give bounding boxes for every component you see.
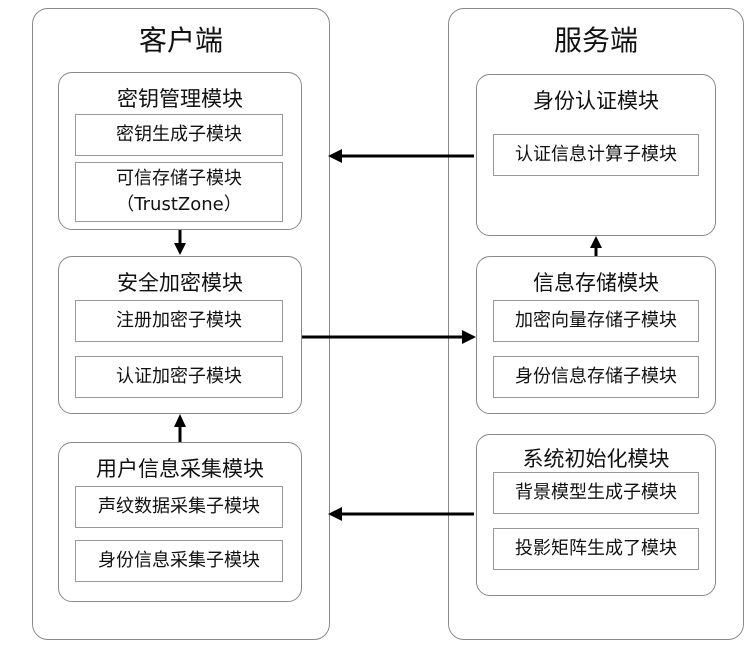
trustzone-label: （TrustZone） [116, 194, 242, 215]
user-info-collection-title: 用户信息采集模块 [96, 457, 264, 481]
key-generation-submodule: 密钥生成子模块 [75, 114, 283, 156]
authentication-encryption-label: 认证加密子模块 [116, 366, 242, 387]
server-panel: 服务端 [448, 8, 744, 640]
system-init-module: 系统初始化模块 [476, 434, 716, 596]
trusted-storage-label: 可信存储子模块 [116, 168, 242, 189]
auth-info-compute-label: 认证信息计算子模块 [515, 144, 677, 165]
arrow-auth-to-key-head [328, 149, 342, 163]
key-generation-label: 密钥生成子模块 [116, 124, 242, 145]
identity-auth-title: 身份认证模块 [533, 89, 659, 113]
user-info-collection-module: 用户信息采集模块 [58, 442, 302, 602]
secure-encryption-module: 安全加密模块 [58, 256, 302, 414]
registration-encryption-label: 注册加密子模块 [116, 310, 242, 331]
key-management-module: 密钥管理模块 [58, 72, 302, 230]
voiceprint-collection-label: 声纹数据采集子模块 [98, 496, 260, 517]
arrow-collection-to-encryption-head [174, 414, 186, 427]
encrypted-vector-storage-label: 加密向量存储子模块 [515, 310, 677, 331]
auth-info-compute-submodule: 认证信息计算子模块 [493, 134, 699, 176]
trusted-storage-submodule: 可信存储子模块 （TrustZone） [75, 162, 283, 222]
info-storage-title: 信息存储模块 [533, 271, 659, 295]
voiceprint-collection-submodule: 声纹数据采集子模块 [75, 486, 283, 528]
identity-info-collection-label: 身份信息采集子模块 [98, 550, 260, 571]
background-model-gen-label: 背景模型生成子模块 [515, 482, 677, 503]
identity-auth-module: 身份认证模块 [476, 74, 716, 236]
client-panel: 客户端 [32, 8, 330, 640]
secure-encryption-title: 安全加密模块 [117, 271, 243, 295]
authentication-encryption-submodule: 认证加密子模块 [75, 356, 283, 398]
projection-matrix-gen-label: 投影矩阵生成了模块 [515, 538, 677, 559]
arrow-encryption-to-storage-head [462, 330, 476, 344]
system-init-title: 系统初始化模块 [522, 447, 670, 471]
encrypted-vector-storage-submodule: 加密向量存储子模块 [493, 300, 699, 342]
arrow-init-to-collection-head [328, 507, 342, 521]
info-storage-module: 信息存储模块 [476, 256, 716, 414]
key-management-title: 密钥管理模块 [117, 87, 243, 111]
arrow-key-to-encryption-head [174, 243, 186, 255]
arrow-storage-to-auth-head [590, 236, 602, 248]
projection-matrix-gen-submodule: 投影矩阵生成了模块 [493, 528, 699, 570]
identity-info-collection-submodule: 身份信息采集子模块 [75, 540, 283, 582]
server-title: 服务端 [553, 24, 638, 57]
identity-info-storage-submodule: 身份信息存储子模块 [493, 356, 699, 398]
client-title: 客户端 [138, 24, 223, 57]
registration-encryption-submodule: 注册加密子模块 [75, 300, 283, 342]
background-model-gen-submodule: 背景模型生成子模块 [493, 472, 699, 514]
identity-info-storage-label: 身份信息存储子模块 [515, 366, 677, 387]
